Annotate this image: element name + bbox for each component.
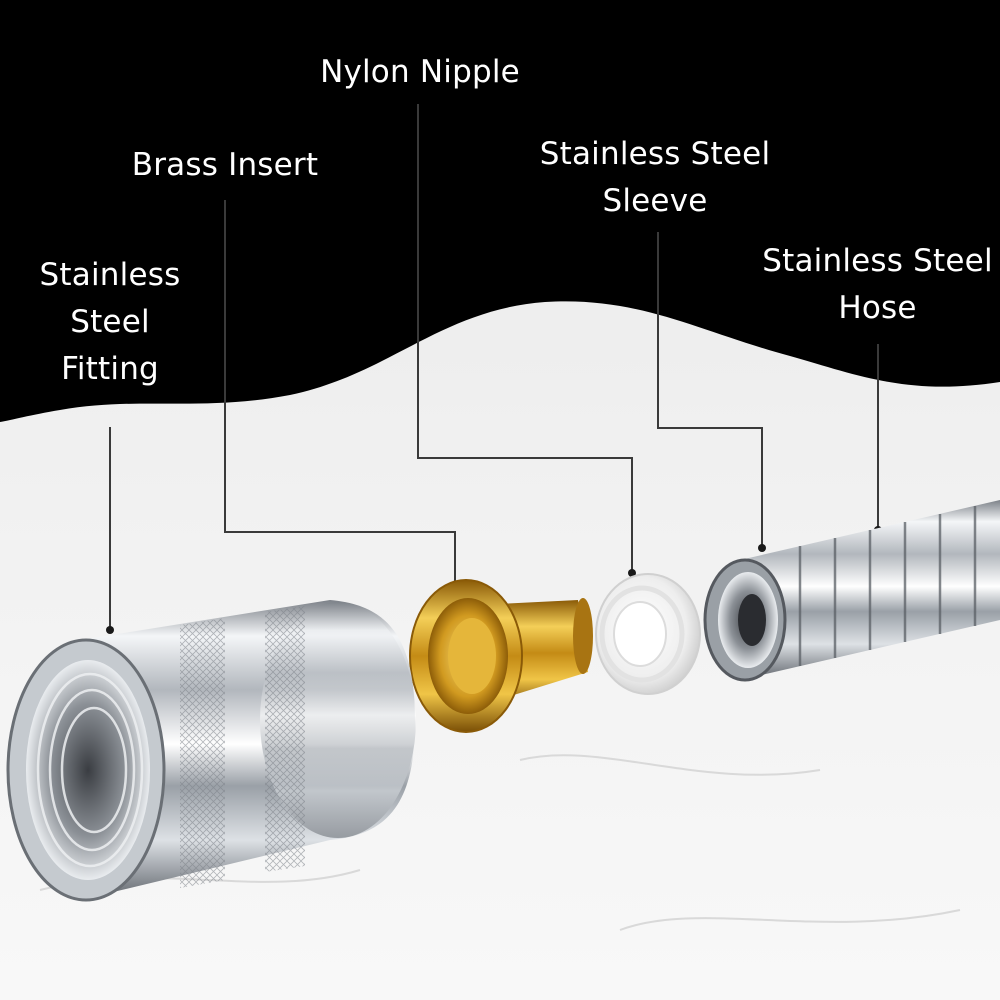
leader-line-nylon: [417, 104, 633, 573]
label-line: Hose: [838, 290, 917, 326]
label-nylon-nipple: Nylon Nipple: [300, 49, 540, 96]
label-line: Stainless Steel: [762, 243, 993, 279]
label-stainless-steel-hose: Stainless Steel Hose: [755, 238, 1000, 332]
knurl-bands: [180, 606, 305, 888]
leader-line-sleeve: [657, 232, 763, 548]
nylon-nipple: [595, 573, 701, 695]
label-stainless-steel-sleeve: Stainless Steel Sleeve: [530, 131, 780, 225]
label-stainless-steel-fitting: Stainless Steel Fitting: [20, 252, 200, 393]
label-line: Stainless Steel: [539, 136, 771, 172]
label-line: Steel: [70, 304, 150, 340]
leader-lines: [109, 104, 879, 630]
label-line: Fitting: [61, 351, 159, 387]
label-brass-insert: Brass Insert: [120, 142, 330, 189]
label-line: Brass Insert: [131, 147, 319, 183]
label-line: Stainless: [39, 257, 181, 293]
dark-background-wave: [0, 0, 1000, 422]
leader-line-brass: [224, 200, 456, 586]
brass-insert: [409, 579, 593, 733]
label-line: Nylon Nipple: [320, 54, 520, 90]
label-line: Sleeve: [602, 183, 708, 219]
stainless-steel-fitting: [6, 600, 416, 902]
stainless-steel-hose: [703, 500, 1000, 682]
